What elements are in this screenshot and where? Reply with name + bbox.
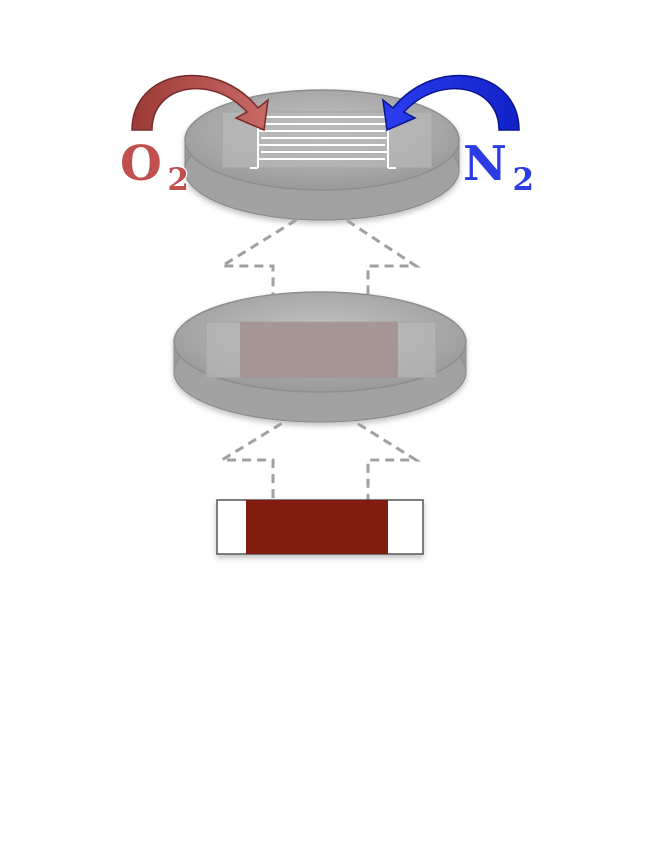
dashed-connector-lower [216, 398, 422, 500]
middle-dish [173, 291, 467, 423]
nitrogen-arrow [382, 74, 520, 132]
middle-dish-film [240, 322, 398, 378]
interdigitated-electrode [250, 112, 396, 169]
oxygen-subscript: 2 [167, 162, 189, 198]
dashed-connector-upper [216, 202, 421, 296]
oxygen-symbol: O [120, 136, 162, 192]
oxygen-arrow [131, 74, 269, 132]
oxygen-label: O 2 [120, 136, 189, 198]
substrate-strip [216, 499, 424, 555]
nitrogen-label: N 2 [463, 136, 534, 198]
film-layer [246, 500, 388, 554]
nitrogen-symbol: N [463, 136, 507, 192]
top-dish [184, 89, 460, 221]
nitrogen-subscript: 2 [512, 162, 534, 198]
